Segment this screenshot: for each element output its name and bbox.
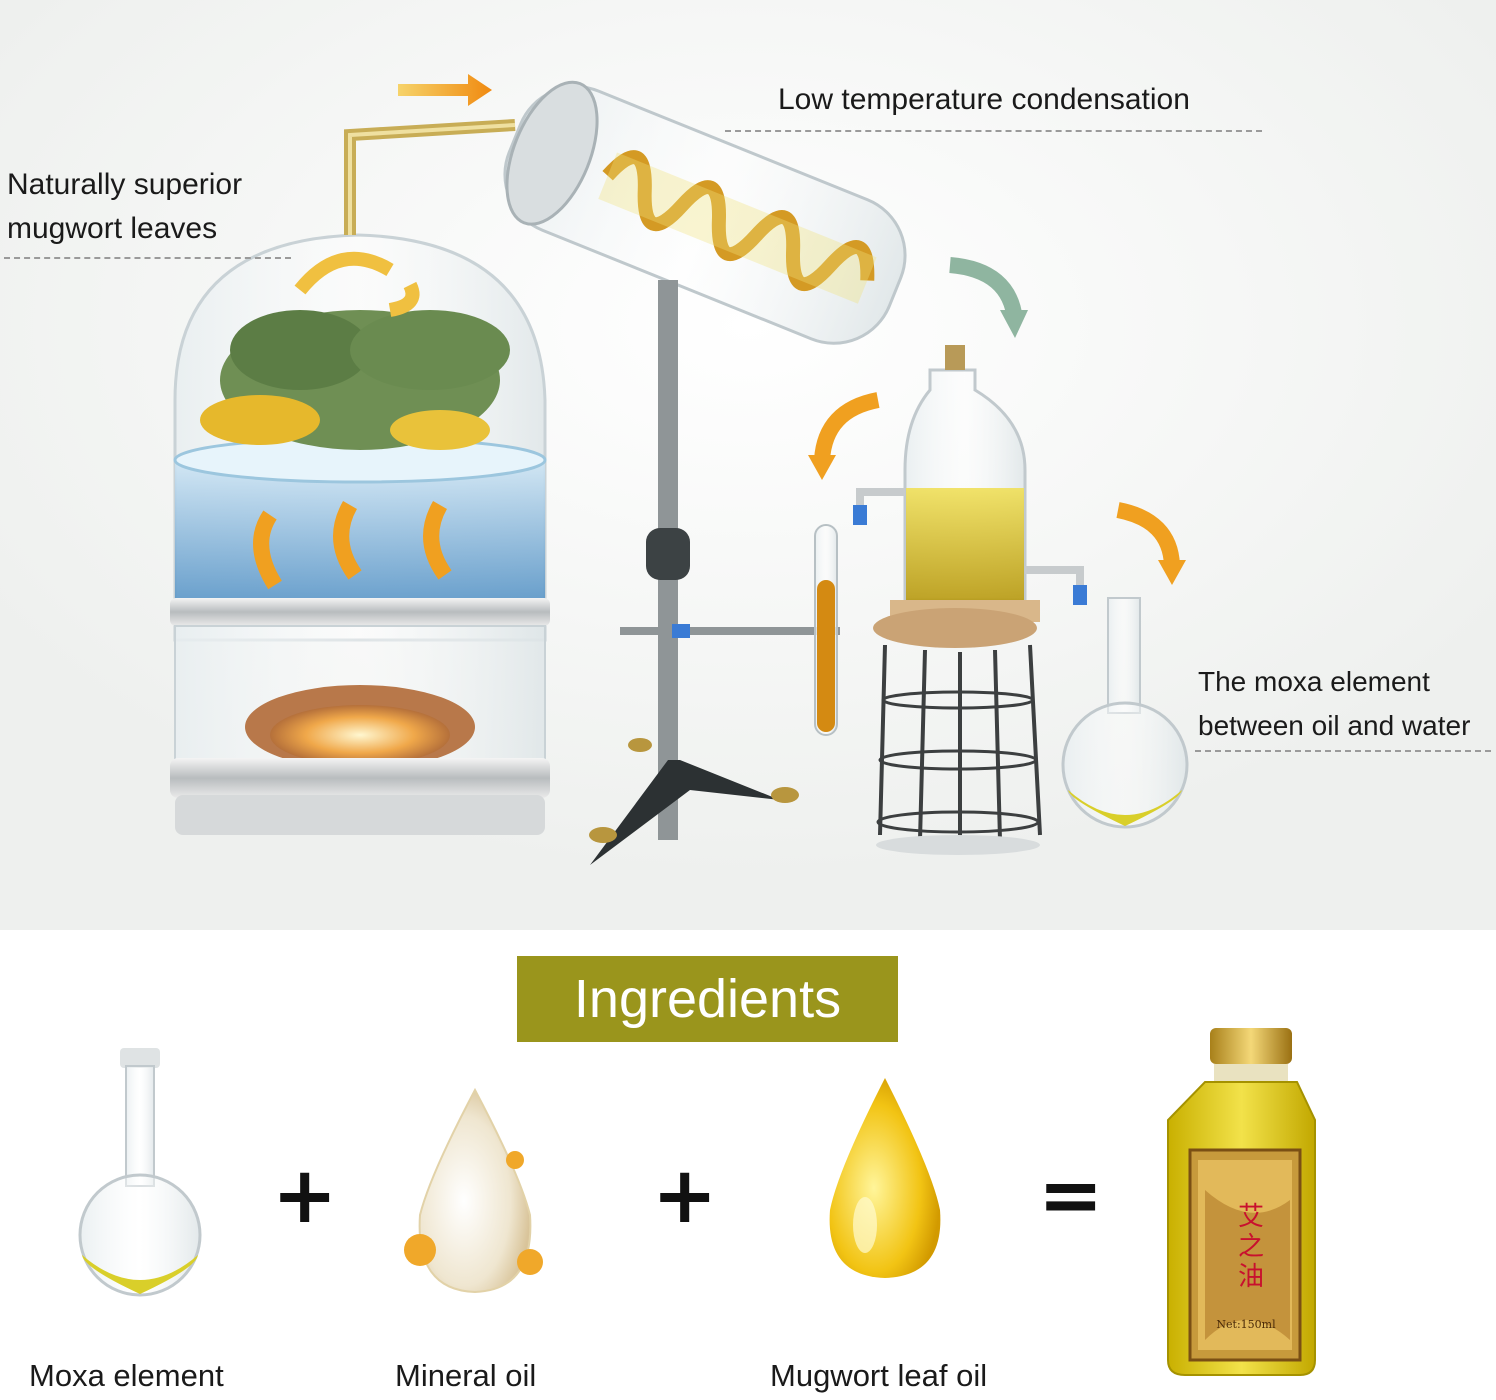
- condensation-divider: [725, 130, 1262, 132]
- caption-moxa-element: Moxa element: [29, 1358, 224, 1393]
- moxa-label-line2: between oil and water: [1198, 710, 1471, 741]
- moxa-label-line1: The moxa element: [1198, 666, 1430, 697]
- equals-sign: =: [1038, 1151, 1104, 1241]
- condensation-label-text: Low temperature condensation: [778, 83, 1190, 116]
- flow-arrow-icon: [398, 74, 492, 106]
- condensation-label: Low temperature condensation: [778, 78, 1190, 122]
- mineral-oil-drop: [404, 1087, 543, 1294]
- caption-mugwort-leaf-oil: Mugwort leaf oil: [770, 1358, 988, 1393]
- mugwort-label: Naturally superior mugwort leaves: [7, 163, 242, 251]
- round-flask: [1061, 597, 1189, 829]
- lab-stand: [589, 280, 840, 865]
- mugwort-label-line2: mugwort leaves: [7, 212, 218, 245]
- moxa-divider: [1195, 750, 1491, 752]
- condenser-tube: [503, 80, 907, 345]
- plus-sign-1: +: [272, 1151, 338, 1241]
- product-name: 艾之油: [1238, 1202, 1265, 1292]
- product-net-volume: Net:150ml: [1216, 1318, 1276, 1331]
- separator-flask: [853, 345, 1087, 855]
- ingredients-banner: Ingredients: [517, 956, 898, 1042]
- distillation-dome: [170, 233, 550, 835]
- plus-sign-2: +: [652, 1151, 718, 1241]
- caption-mineral-oil: Mineral oil: [395, 1358, 537, 1393]
- product-bottle: [1167, 1028, 1316, 1376]
- moxa-element-flask: [78, 1048, 202, 1297]
- mugwort-divider: [4, 257, 291, 259]
- mugwort-leaf-oil-drop: [829, 1078, 941, 1278]
- moxa-label: The moxa element between oil and water: [1198, 660, 1470, 748]
- mugwort-label-line1: Naturally superior: [7, 168, 243, 201]
